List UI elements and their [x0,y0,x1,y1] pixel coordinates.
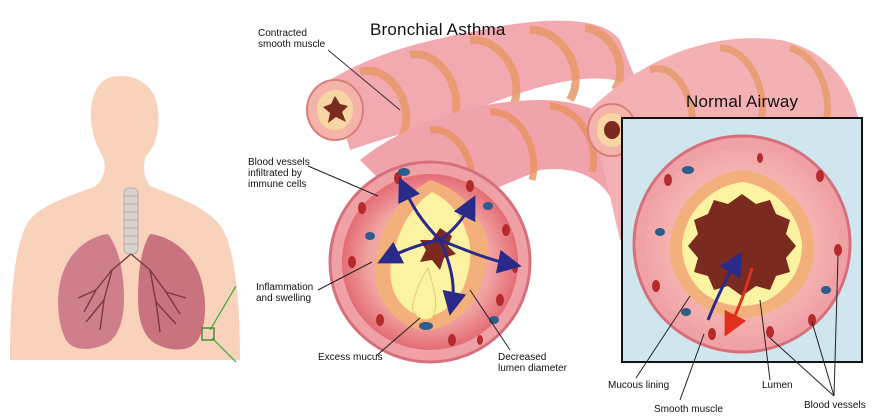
label-inflammation-swelling: Inflammation and swelling [256,282,313,304]
normal-airway-panel [588,38,862,362]
label-blood-vessels-infiltrated: Blood vessels infiltrated by immune cell… [248,157,310,190]
label-mucous-lining: Mucous lining [608,380,669,391]
label-decreased-lumen-diameter: Decreased lumen diameter [498,352,567,374]
label-blood-vessels: Blood vessels [804,400,866,411]
label-lumen: Lumen [762,380,793,391]
normal-airway-title: Normal Airway [686,92,798,112]
label-smooth-muscle: Smooth muscle [654,404,723,415]
asthma-cross-section [330,162,530,362]
label-excess-mucus: Excess mucus [318,352,382,363]
asthma-title: Bronchial Asthma [370,20,506,40]
label-contracted-smooth-muscle: Contracted smooth muscle [258,28,325,50]
